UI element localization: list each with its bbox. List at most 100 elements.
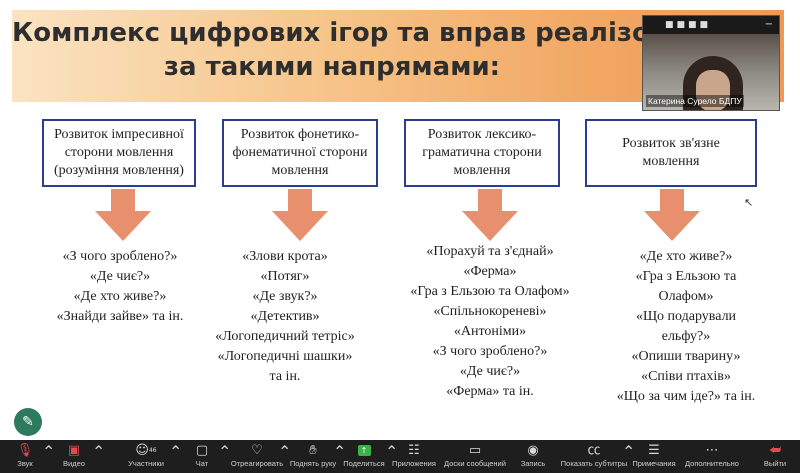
- list-item: Олафом»: [658, 289, 714, 304]
- more-dots-icon: ⋯: [705, 443, 719, 458]
- list-item: «Де чиє?»: [459, 364, 521, 379]
- share-options-chevron-icon[interactable]: ⌃: [385, 444, 399, 461]
- list-item: «Що подарували: [635, 309, 737, 324]
- list-item: «Спільнокореневі»: [433, 304, 547, 319]
- list-item: та ін.: [269, 369, 301, 384]
- column-4-list: «Де хто живе?» «Гра з Ельзою та Олафом» …: [596, 247, 776, 407]
- leave-label: Выйти: [763, 459, 787, 468]
- apps-label: Приложения: [392, 459, 436, 468]
- list-item: «Ферма»: [463, 264, 517, 279]
- record-label: Запись: [520, 459, 546, 468]
- leave-button[interactable]: ⮨ Выйти: [760, 442, 790, 469]
- video-button[interactable]: ▣ Видео: [56, 442, 92, 469]
- list-item: «Де чиє?»: [89, 269, 151, 284]
- mic-label: Звук: [17, 459, 33, 468]
- react-button[interactable]: ♡ Отреагировать: [230, 442, 284, 469]
- notes-icon: ☰: [648, 443, 660, 458]
- list-item: «Гра з Ельзою та: [635, 269, 737, 284]
- apps-icon: ☷: [408, 443, 420, 458]
- hand-icon: ✋︎: [309, 443, 317, 458]
- whiteboards-label: Доски сообщений: [444, 459, 506, 468]
- participants-label: Участники: [128, 459, 164, 468]
- chat-options-chevron-icon[interactable]: ⌃: [218, 444, 232, 461]
- chat-button[interactable]: ▢ Чат: [190, 442, 214, 469]
- mic-options-chevron-icon[interactable]: ⌃: [42, 444, 56, 461]
- mic-button[interactable]: 🎙︎ Звук: [8, 442, 42, 469]
- list-item: «З чого зроблено?»: [62, 249, 178, 264]
- video-options-chevron-icon[interactable]: ⌃: [92, 444, 106, 461]
- arrow-down-icon: [462, 189, 518, 241]
- participants-count: 46: [148, 447, 157, 454]
- share-button[interactable]: ↑ Поделиться: [342, 442, 386, 469]
- captions-options-chevron-icon[interactable]: ⌃: [622, 444, 636, 461]
- apps-button[interactable]: ☷ Приложения: [392, 442, 436, 469]
- raise-hand-button[interactable]: ✋︎ Поднять руку: [288, 442, 338, 469]
- list-item: «Логопедичний тетріс»: [215, 329, 355, 344]
- meeting-toolbar: 🎙︎ Звук ⌃ ▣ Видео ⌃ ☺46 Участники ⌃ ▢ Ча…: [0, 440, 800, 473]
- chat-label: Чат: [195, 459, 209, 468]
- list-item: «Гра з Ельзою та Олафом»: [410, 284, 570, 299]
- list-item: «Знайди зайве» та ін.: [56, 309, 184, 324]
- whiteboards-button[interactable]: ▭ Доски сообщений: [442, 442, 508, 469]
- column-3-list: «Порахуй та з'єднай» «Ферма» «Гра з Ельз…: [390, 242, 590, 402]
- share-screen-icon: ↑: [342, 442, 386, 459]
- list-item: «Порахуй та з'єднай»: [426, 244, 554, 259]
- react-options-chevron-icon[interactable]: ⌃: [278, 444, 292, 461]
- layout-icons[interactable]: ■■■■: [665, 20, 712, 30]
- participants-icon: ☺46: [135, 443, 157, 458]
- more-label: Дополнительно: [685, 459, 739, 468]
- list-item: «Де хто живе?»: [639, 249, 733, 264]
- participants-button[interactable]: ☺46 Участники: [124, 442, 168, 469]
- list-item: «Детектив»: [250, 309, 320, 324]
- mic-off-icon: 🎙︎: [16, 443, 34, 458]
- list-item: «Де хто живе?»: [73, 289, 167, 304]
- video-label: Видео: [63, 459, 85, 468]
- captions-icon: ㏄: [587, 443, 601, 458]
- participant-name-label: Катерина Сурело БДПУ: [646, 95, 744, 107]
- list-item: «Опиши тварину»: [631, 349, 741, 364]
- minimize-icon[interactable]: −: [764, 19, 773, 30]
- leave-icon: ⮨: [768, 443, 782, 458]
- record-button[interactable]: ◉ Запись: [518, 442, 548, 469]
- arrow-down-icon: [644, 189, 700, 241]
- record-icon: ◉: [527, 443, 539, 458]
- list-item: «Ферма» та ін.: [446, 384, 534, 399]
- column-2-list: «Злови крота» «Потяг» «Де звук?» «Детект…: [200, 247, 370, 387]
- arrow-down-icon: [272, 189, 328, 241]
- react-label: Отреагировать: [230, 459, 284, 468]
- list-item: ельфу?»: [661, 329, 711, 344]
- camera-off-icon: ▣: [67, 443, 81, 458]
- annotate-pencil-button[interactable]: ✎: [14, 408, 42, 436]
- heart-icon: ♡: [251, 443, 263, 458]
- participant-video-tile[interactable]: ■■■■ − Катерина Сурело БДПУ: [642, 15, 780, 111]
- slide-title-line2: за такими напрямами:: [163, 52, 501, 82]
- captions-button[interactable]: ㏄ Показать субтитры: [558, 442, 630, 469]
- captions-label: Показать субтитры: [560, 459, 628, 468]
- list-item: «Логопедичні шашки»: [217, 349, 353, 364]
- column-4-heading: Розвиток зв'язне мовлення: [585, 119, 757, 187]
- list-item: «Співи птахів»: [641, 369, 731, 384]
- participants-options-chevron-icon[interactable]: ⌃: [169, 444, 183, 461]
- slide-title-line1: Комплекс цифрових ігор та вправ реалізов…: [12, 18, 684, 48]
- whiteboard-icon: ▭: [468, 443, 482, 458]
- participant-face: [696, 70, 730, 110]
- list-item: «Антоніми»: [453, 324, 527, 339]
- column-1-list: «З чого зроблено?» «Де чиє?» «Де хто жив…: [40, 247, 200, 327]
- notes-label: Примечания: [632, 459, 676, 468]
- notes-button[interactable]: ☰ Примечания: [630, 442, 678, 469]
- list-item: «Де звук?»: [252, 289, 318, 304]
- raise-hand-label: Поднять руку: [289, 459, 337, 468]
- column-1-heading: Розвиток імпресивної сторони мовлення (р…: [42, 119, 196, 187]
- list-item: «Що за чим іде?» та ін.: [616, 389, 756, 404]
- column-3-heading: Розвиток лексико-граматична сторони мовл…: [404, 119, 560, 187]
- share-label: Поделиться: [343, 459, 385, 468]
- chat-icon: ▢: [195, 443, 209, 458]
- list-item: «Злови крота»: [242, 249, 328, 264]
- raise-hand-options-chevron-icon[interactable]: ⌃: [333, 444, 347, 461]
- column-2-heading: Розвиток фонетико-фонематичної сторони м…: [222, 119, 378, 187]
- mouse-cursor-icon: ↖: [744, 197, 754, 209]
- video-tile-controls: ■■■■ −: [643, 16, 779, 34]
- arrow-down-icon: [95, 189, 151, 241]
- participant-camera-feed: [643, 34, 779, 110]
- more-button[interactable]: ⋯ Дополнительно: [684, 442, 740, 469]
